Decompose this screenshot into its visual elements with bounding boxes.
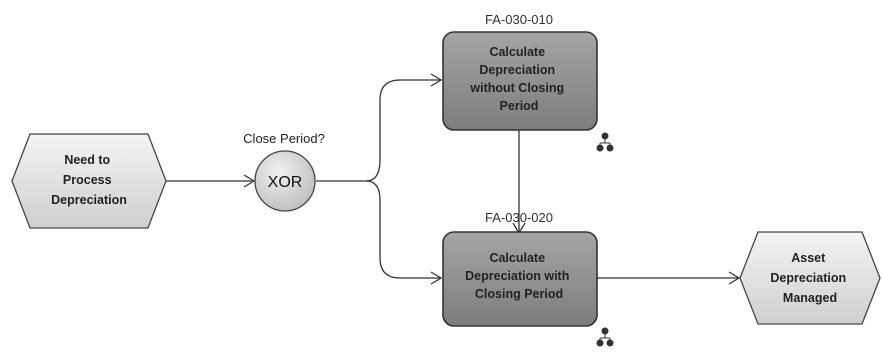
end-event-line: Depreciation [770,271,846,285]
svg-text:Calculate Depreciation w: Calculate Depreciation with Closing Peri… [465,251,573,301]
svg-text:Calculate Depreciation: Calculate Depreciation without Closing P… [469,45,567,113]
task-1-line: without Closing [469,81,564,95]
end-event-line: Asset [791,251,826,265]
task-1-line: Period [500,99,539,113]
xor-gateway: Close Period? XOR [243,131,325,212]
task-calculate-without-closing: FA-030-010 Calculate Depreciation withou… [442,12,614,152]
start-event-line: Process [63,173,112,187]
task-2-line: Closing Period [475,287,563,301]
flow-branch-to-task-1 [365,79,440,182]
svg-text:Need to Process De: Need to Process Depreciation [51,153,127,207]
org-unit-icon [596,327,614,347]
svg-text:Asset Depreciation: Asset Depreciation Managed [770,251,849,305]
flow-branch-to-task-2 [365,180,440,279]
task-1-line: Depreciation [479,63,555,77]
task-1-id: FA-030-010 [485,12,553,27]
start-event-line: Need to [64,153,110,167]
task-2-line: Calculate [489,251,545,265]
start-event: Need to Process Depreciation [11,133,167,229]
task-2-id: FA-030-020 [485,210,553,225]
task-1-line: Calculate [489,45,545,59]
end-event: Asset Depreciation Managed [739,231,881,325]
task-2-line: Depreciation with [465,269,569,283]
gateway-label: XOR [268,174,303,191]
gateway-question: Close Period? [243,131,325,146]
connectors [165,73,741,285]
start-event-line: Depreciation [51,193,127,207]
end-event-line: Managed [783,291,837,305]
task-calculate-with-closing: FA-030-020 Calculate Depreciation with C… [442,210,614,347]
org-unit-icon [596,132,614,152]
